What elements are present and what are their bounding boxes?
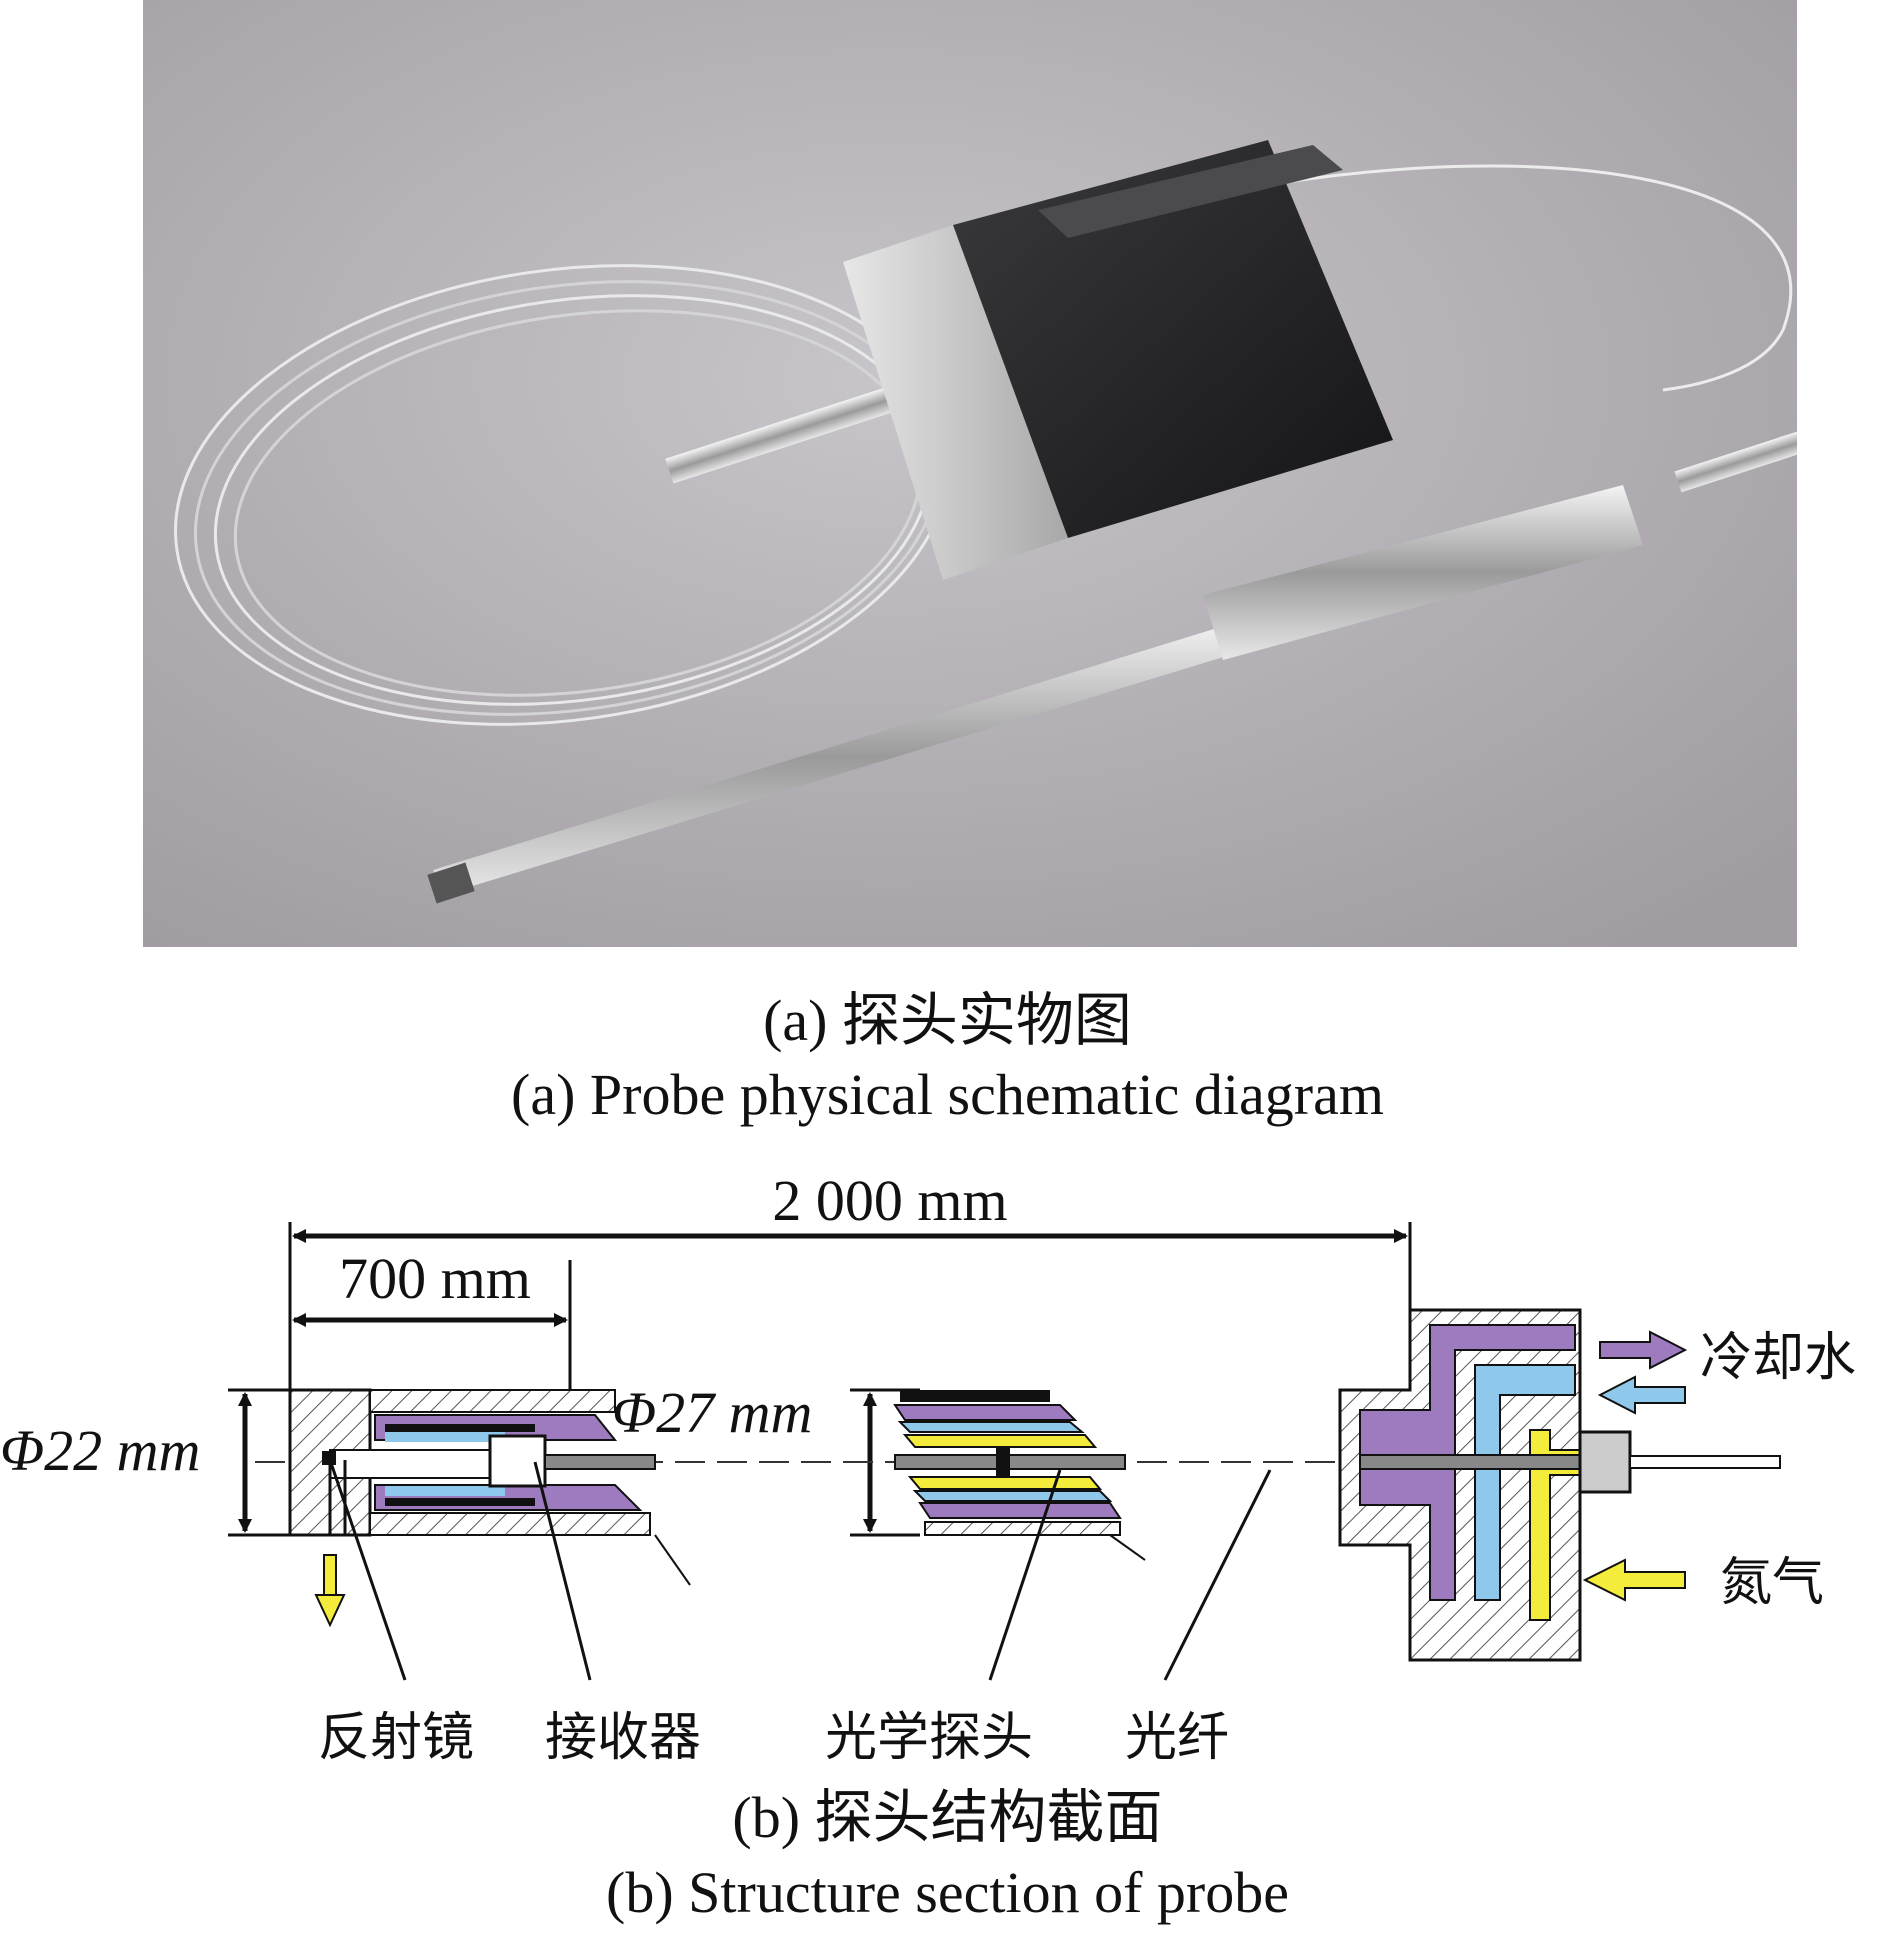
caption-a-en: (a) Probe physical schematic diagram [511, 1062, 1384, 1127]
label-nitrogen: 氮气 [1720, 1553, 1824, 1613]
diameter-large-label: Φ27 mm [612, 1380, 812, 1445]
caption-b-cn: (b) 探头结构截面 [732, 1785, 1163, 1850]
dimension-total-label: 2 000 mm [772, 1168, 1007, 1233]
label-cooling-water: 冷却水 [1700, 1328, 1856, 1388]
section-middle [893, 1390, 1146, 1561]
label-optical-probe: 光学探头 [825, 1708, 1033, 1768]
label-reflector: 反射镜 [318, 1708, 474, 1768]
dimension-front-label: 700 mm [339, 1246, 531, 1311]
dimension-total: 2 000 mm [288, 1168, 1412, 1390]
label-optical-fiber: 光纤 [1125, 1708, 1229, 1768]
cooling-water-in-arrow [1597, 1375, 1686, 1415]
housing-plate [843, 225, 1068, 580]
diameter-small: Φ22 mm [0, 1388, 290, 1537]
dimension-front: 700 mm [292, 1246, 572, 1390]
probe-tip [427, 862, 475, 904]
caption-b-en: (b) Structure section of probe [606, 1860, 1289, 1925]
section-head [1338, 1308, 1781, 1662]
nitrogen-exit-arrow [314, 1554, 346, 1628]
housing-top [1038, 145, 1343, 238]
section-tip [288, 1388, 691, 1586]
caption-a-cn: (a) 探头实物图 [763, 988, 1132, 1053]
probe-photo [143, 0, 1797, 947]
probe-tail [1674, 409, 1797, 493]
probe-handle [1203, 485, 1643, 660]
leader-lines [328, 1459, 1272, 1681]
diameter-large: Φ27 mm [612, 1380, 920, 1537]
diameter-small-label: Φ22 mm [0, 1418, 200, 1483]
fiber-loop [1267, 164, 1792, 392]
fiber-connector [665, 378, 921, 484]
label-receiver: 接收器 [545, 1708, 701, 1768]
cooling-water-out-arrow [1599, 1330, 1688, 1370]
structure-diagram: 2 000 mm 700 mm Φ22 mm Φ27 mm [0, 1168, 1856, 1768]
housing-body [953, 140, 1393, 538]
nitrogen-in-arrow [1582, 1558, 1686, 1602]
probe-rod [433, 620, 1253, 895]
